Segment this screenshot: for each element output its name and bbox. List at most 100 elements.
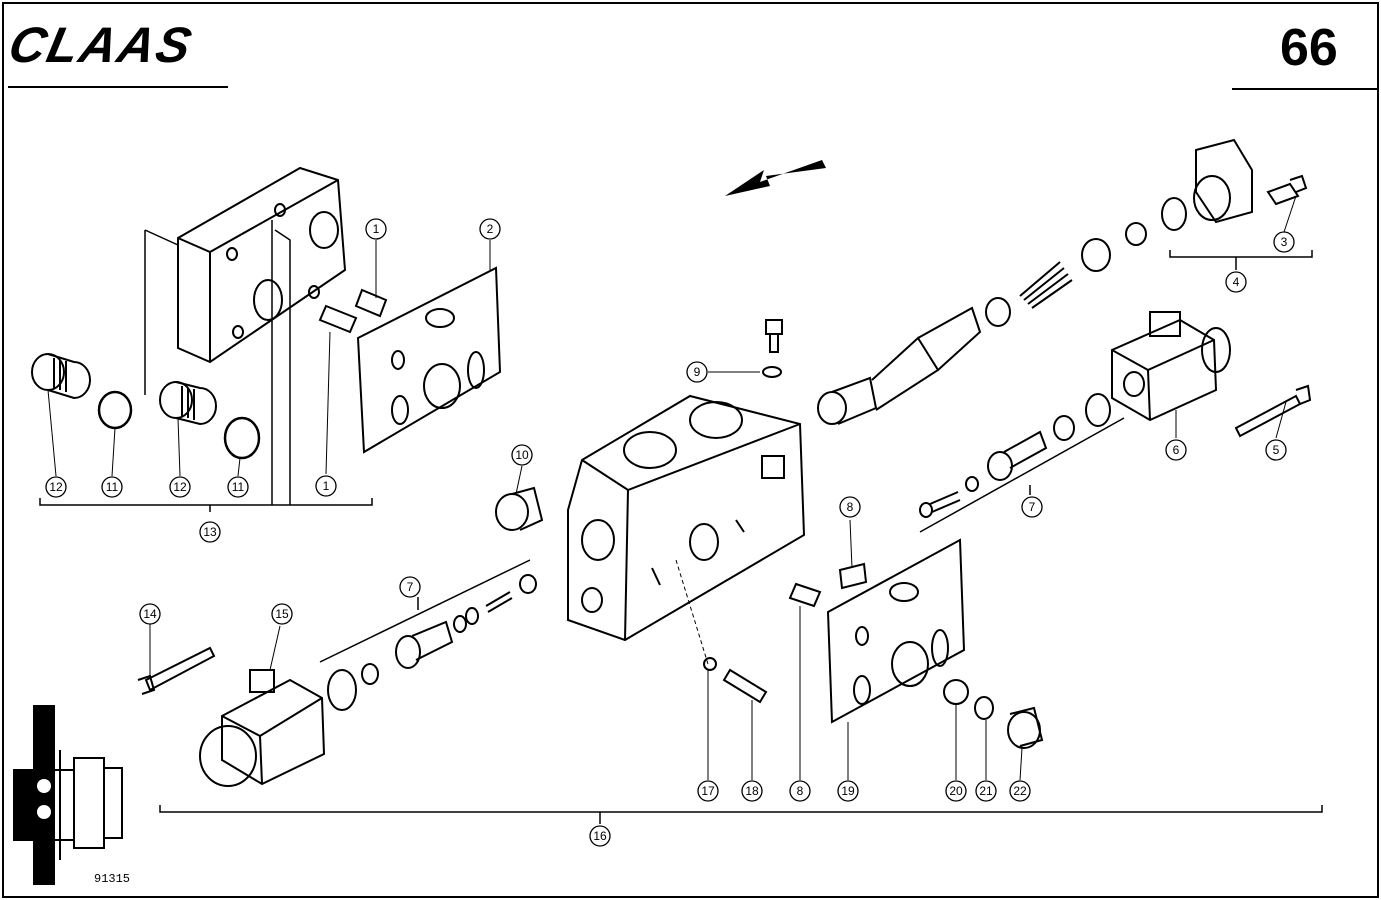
spool-assembly	[817, 197, 1187, 425]
callout-6: 6	[1165, 439, 1187, 461]
callout-number: 11	[106, 480, 119, 494]
callout-number: 12	[49, 480, 63, 494]
callout-number: 14	[143, 607, 157, 621]
callout-circle	[789, 780, 811, 802]
group-4-bracket	[1169, 250, 1313, 270]
callout-11: 11	[227, 476, 249, 498]
location-inset	[13, 705, 123, 885]
callout-number: 9	[694, 365, 701, 379]
group-7-right-bracket	[919, 417, 1125, 533]
ball-20	[943, 679, 969, 705]
callout-circle	[975, 780, 997, 802]
pin-8-upper	[838, 562, 868, 590]
callout-circle	[589, 825, 611, 847]
callout-circle	[1165, 439, 1187, 461]
screw-5	[1234, 384, 1312, 438]
callout-number: 22	[1013, 784, 1027, 798]
callout-number: 7	[407, 580, 414, 594]
valve-body	[567, 394, 806, 642]
callout-14: 14	[139, 603, 161, 625]
cover-block	[177, 166, 347, 364]
callout-number: 13	[203, 525, 217, 539]
callout-19: 19	[837, 780, 859, 802]
o-ring-11-right	[223, 416, 261, 460]
callout-circle	[315, 475, 337, 497]
callout-number: 8	[847, 500, 854, 514]
page-number: 66	[1280, 19, 1338, 77]
callout-number: 17	[701, 784, 715, 798]
callout-number: 2	[487, 222, 494, 236]
callout-12: 12	[169, 476, 191, 498]
screw-9	[762, 319, 783, 378]
valve-parts-7-right	[919, 393, 1111, 518]
callout-17: 17	[697, 780, 719, 802]
callout-3: 3	[1273, 231, 1295, 253]
callout-number: 11	[232, 480, 245, 494]
callout-number: 7	[1029, 500, 1036, 514]
callout-11: 11	[101, 476, 123, 498]
callout-circle	[1265, 439, 1287, 461]
logo-underline	[8, 86, 228, 88]
callout-number: 19	[841, 784, 855, 798]
callout-circle	[227, 476, 249, 498]
screw-3	[1266, 174, 1308, 206]
callout-7: 7	[399, 576, 421, 598]
callout-number: 1	[373, 222, 380, 236]
callout-number: 1	[323, 479, 330, 493]
group-7-left-bracket	[319, 559, 531, 663]
pin-8-lower	[788, 582, 822, 608]
callout-circle	[365, 218, 387, 240]
callout-number: 20	[949, 784, 963, 798]
pin-1-upper	[354, 288, 388, 318]
o-ring-21	[974, 696, 994, 720]
callout-circle	[1225, 271, 1247, 293]
leader-lines	[47, 195, 1297, 781]
plug-22	[1007, 706, 1044, 749]
callout-number: 3	[1281, 235, 1288, 249]
callout-15: 15	[271, 603, 293, 625]
callout-number: 21	[979, 784, 993, 798]
gasket-19	[826, 538, 966, 724]
callout-circle	[837, 780, 859, 802]
callout-circle	[945, 780, 967, 802]
callout-circle	[511, 444, 533, 466]
callout-13: 13	[199, 521, 221, 543]
pin-1-lower	[318, 304, 358, 334]
gasket-2	[356, 266, 502, 454]
direction-arrow	[725, 160, 826, 196]
callout-circle	[199, 521, 221, 543]
callout-16: 16	[589, 825, 611, 847]
callout-18: 18	[741, 780, 763, 802]
callout-circle	[697, 780, 719, 802]
callout-number: 18	[745, 784, 759, 798]
callout-circle	[1273, 231, 1295, 253]
plug-12-left	[31, 353, 91, 400]
callout-8: 8	[789, 780, 811, 802]
group-13-bracket	[39, 220, 373, 512]
page-number-underline	[1232, 88, 1377, 90]
callout-number: 10	[515, 448, 529, 462]
pin-18	[722, 668, 768, 704]
callout-circle	[169, 476, 191, 498]
callout-circle	[101, 476, 123, 498]
callout-circle	[139, 603, 161, 625]
solenoid-15	[199, 669, 326, 787]
callout-circle	[271, 603, 293, 625]
callout-number: 15	[275, 607, 289, 621]
callout-10: 10	[511, 444, 533, 466]
callout-circle	[686, 361, 708, 383]
callout-7: 7	[1021, 496, 1043, 518]
solenoid-6	[1111, 311, 1231, 422]
callout-circle	[45, 476, 67, 498]
callout-number: 6	[1173, 443, 1180, 457]
figure-id: 91315	[94, 872, 131, 886]
callout-12: 12	[45, 476, 67, 498]
group-16-bracket	[159, 805, 1323, 824]
callout-number: 8	[797, 784, 804, 798]
plug-12-right	[159, 381, 217, 426]
callout-4: 4	[1225, 271, 1247, 293]
callout-circle	[839, 496, 861, 518]
callout-number: 16	[593, 829, 607, 843]
